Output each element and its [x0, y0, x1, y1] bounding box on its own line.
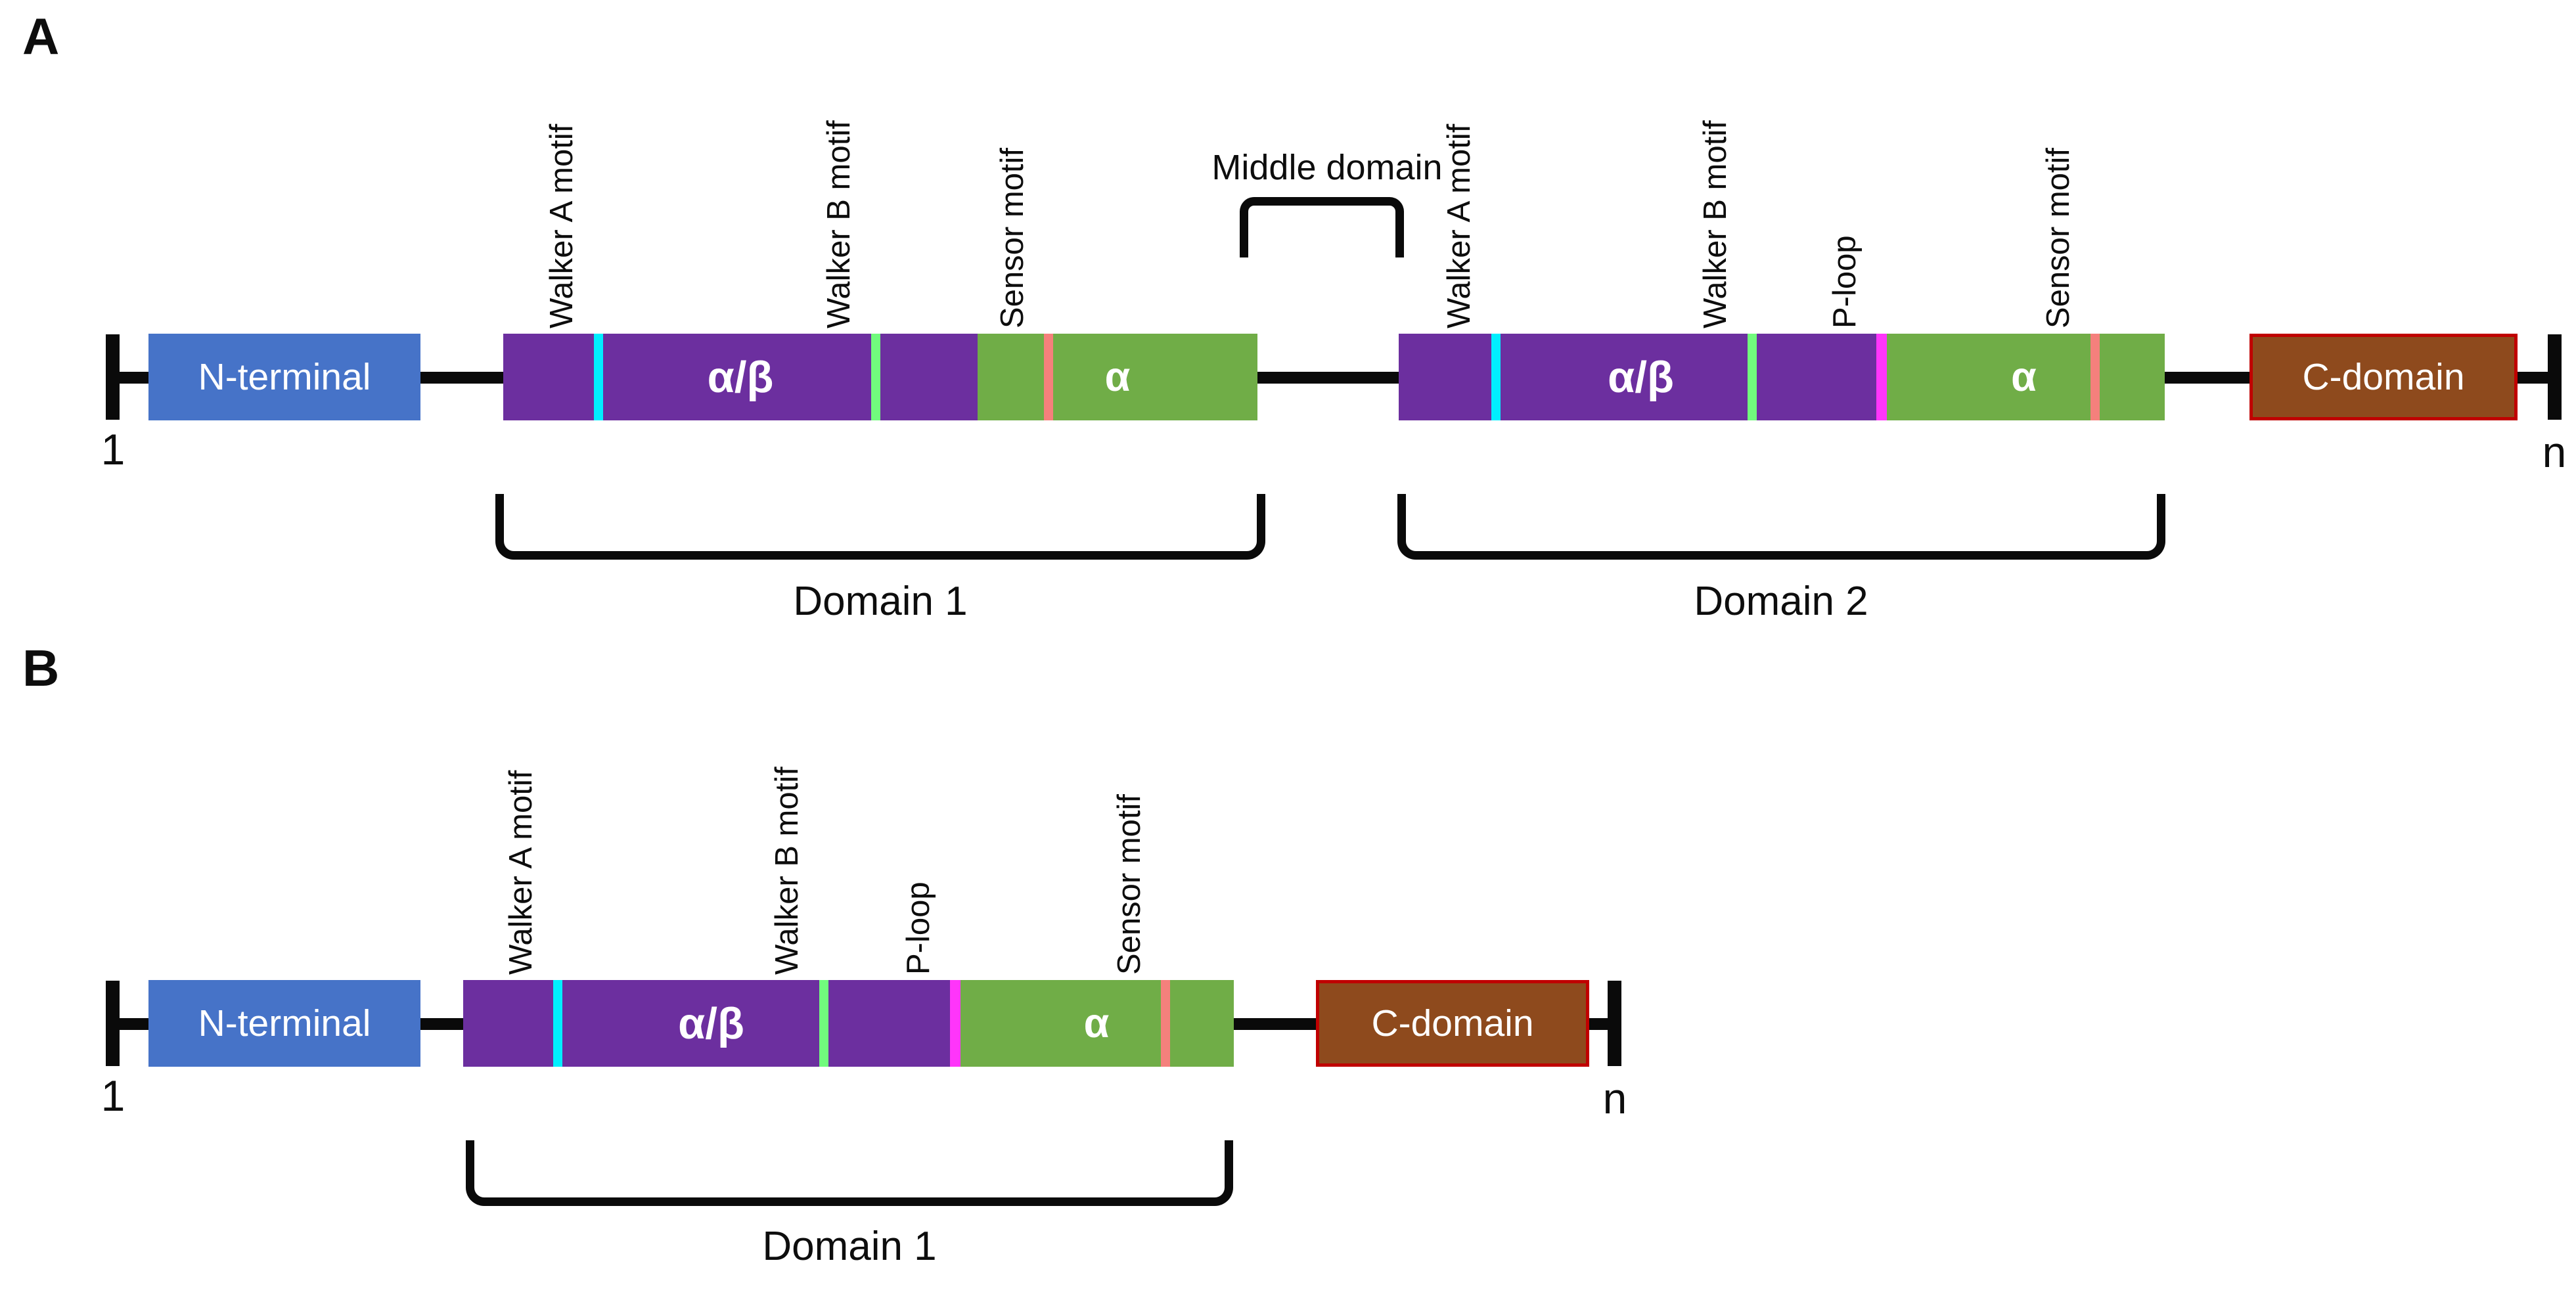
- domain2-alpha-beta-label-a: α/β: [1608, 352, 1674, 402]
- n-terminus-bar-a: [106, 334, 120, 420]
- domain2-sensor-motif-label-a: Sensor motif: [2041, 147, 2076, 328]
- domain1-caption-b: Domain 1: [762, 1224, 937, 1269]
- domain1-walker-a-tick-a: [594, 334, 603, 420]
- residue-start-b: 1: [101, 1071, 125, 1120]
- domain2-sensor-tick-a: [2090, 334, 2100, 420]
- domain1-alpha-label-b: α: [1083, 1000, 1110, 1046]
- domain2-caption-a: Domain 2: [1694, 579, 1868, 624]
- domain2-p-loop-tick-a: [1876, 334, 1887, 420]
- domain2-alpha-label-a: α: [2011, 354, 2037, 400]
- domain1-p-loop-label-b: P-loop: [901, 881, 936, 975]
- c-terminus-bar-a: [2548, 334, 2562, 420]
- backbone-line-a: [112, 372, 2561, 384]
- middle-domain-bracket: [1240, 197, 1404, 257]
- domain1-sensor-motif-label-a: Sensor motif: [995, 147, 1030, 328]
- c-domain-box-a: C-domain: [2249, 334, 2518, 420]
- domain2-alpha-box-a: α: [1883, 334, 2165, 420]
- domain1-brace-b: [466, 1140, 1233, 1206]
- n-terminus-bar-b: [106, 981, 120, 1066]
- middle-domain-label: Middle domain: [1211, 148, 1443, 187]
- domain1-alpha-box-b: α: [959, 980, 1234, 1067]
- domain1-alpha-beta-label-b: α/β: [678, 998, 744, 1048]
- domain1-alpha-beta-box-b: α/β: [463, 980, 959, 1067]
- domain1-alpha-beta-box-a: α/β: [503, 334, 978, 420]
- panel-b-letter: B: [22, 639, 60, 697]
- domain1-alpha-beta-label-a: α/β: [707, 352, 774, 402]
- domain1-sensor-tick-b: [1161, 980, 1170, 1067]
- c-domain-label-a: C-domain: [2302, 356, 2465, 398]
- domain1-walker-a-tick-b: [553, 980, 562, 1067]
- n-terminal-label-a: N-terminal: [198, 356, 371, 398]
- domain2-alpha-beta-box-a: α/β: [1399, 334, 1883, 420]
- domain1-caption-a: Domain 1: [793, 579, 968, 624]
- domain1-p-loop-tick-b: [950, 980, 960, 1067]
- n-terminal-box-b: N-terminal: [148, 980, 420, 1067]
- domain1-sensor-motif-label-b: Sensor motif: [1112, 793, 1147, 975]
- domain2-walker-b-motif-label-a: Walker B motif: [1698, 120, 1733, 328]
- domain1-brace-a: [495, 494, 1265, 560]
- c-domain-box-b: C-domain: [1316, 980, 1589, 1067]
- domain2-walker-b-tick-a: [1748, 334, 1757, 420]
- n-terminal-box-a: N-terminal: [148, 334, 420, 420]
- domain1-walker-b-motif-label-b: Walker B motif: [769, 767, 805, 975]
- c-domain-label-b: C-domain: [1371, 1002, 1534, 1044]
- residue-start-a: 1: [101, 425, 125, 474]
- residue-end-a: n: [2542, 428, 2567, 476]
- domain1-walker-a-motif-label-a: Walker A motif: [544, 123, 579, 328]
- domain1-walker-b-tick-a: [871, 334, 880, 420]
- domain2-brace-a: [1397, 494, 2165, 560]
- domain1-alpha-label-a: α: [1104, 354, 1131, 400]
- domain1-sensor-tick-a: [1044, 334, 1053, 420]
- domain1-walker-b-tick-b: [819, 980, 828, 1067]
- domain1-alpha-box-a: α: [978, 334, 1257, 420]
- c-terminus-bar-b: [1608, 981, 1621, 1066]
- panel-a-letter: A: [22, 7, 60, 65]
- domain1-walker-a-motif-label-b: Walker A motif: [503, 770, 539, 975]
- domain1-walker-b-motif-label-a: Walker B motif: [821, 120, 857, 328]
- domain2-p-loop-label-a: P-loop: [1827, 235, 1863, 328]
- n-terminal-label-b: N-terminal: [198, 1002, 371, 1044]
- domain2-walker-a-tick-a: [1491, 334, 1501, 420]
- residue-end-b: n: [1602, 1074, 1627, 1123]
